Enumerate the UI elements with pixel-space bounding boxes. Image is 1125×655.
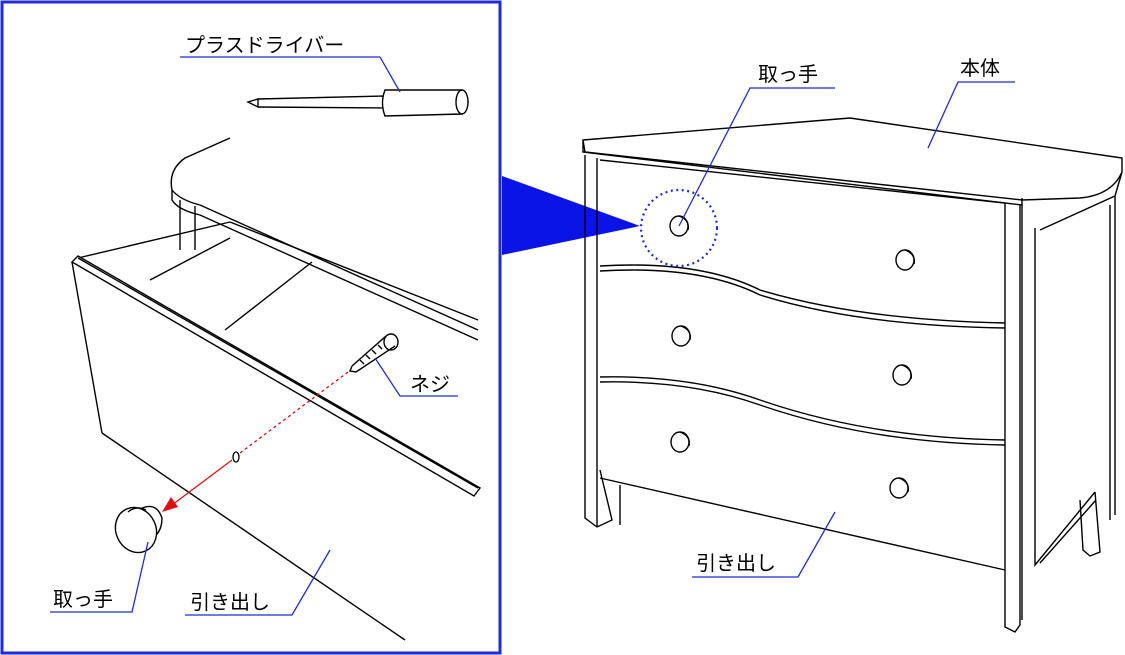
callout-wedge xyxy=(502,176,640,255)
main-knob-leader xyxy=(678,87,835,227)
drawer-cabinet xyxy=(70,137,482,641)
screw-icon xyxy=(349,333,399,373)
detail-knob-label: 取っ手 xyxy=(53,587,113,611)
insert-arrow xyxy=(171,459,233,506)
screw-label: ネジ xyxy=(410,372,450,396)
detail-frame xyxy=(0,0,502,655)
main-drawer-leader xyxy=(692,511,836,578)
knob-highlight xyxy=(639,188,719,268)
detail-view: プラスドライバー ネジ xyxy=(0,0,502,655)
screwdriver-icon xyxy=(246,89,469,117)
body-leader xyxy=(927,81,1015,149)
screw-hole xyxy=(232,451,240,463)
insert-guide xyxy=(239,371,349,454)
arrow-head xyxy=(162,497,178,512)
main-knob-label: 取っ手 xyxy=(758,62,818,86)
detail-drawer-leader xyxy=(185,549,331,616)
detail-drawer-label: 引き出し xyxy=(190,590,270,614)
main-drawer-label: 引き出し xyxy=(696,551,776,575)
screw-leader xyxy=(374,357,458,397)
main-view: 取っ手 本体 引き出し xyxy=(582,56,1123,633)
screwdriver-label: プラスドライバー xyxy=(185,33,344,57)
body-label: 本体 xyxy=(960,56,1000,80)
knob-icon xyxy=(114,505,163,554)
detail-knob-leader xyxy=(50,541,149,613)
chest-knobs xyxy=(669,215,915,499)
